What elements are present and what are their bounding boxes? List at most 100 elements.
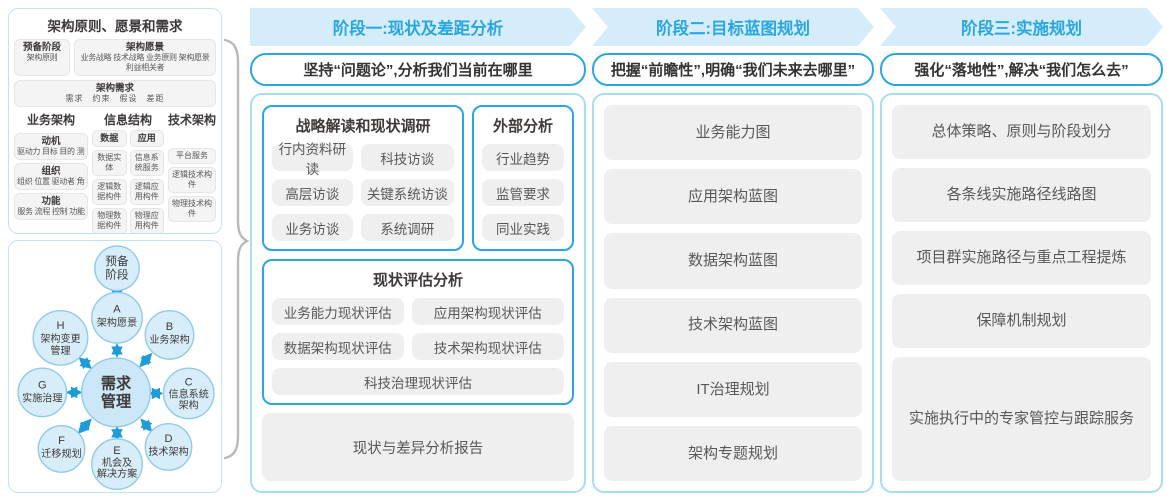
strategy-research-box: 战略解读和现状调研 行内资料研读 科技访谈 高层访谈 关键系统访谈 业务访谈 系… (262, 105, 464, 251)
node-h-label: 架构变更 (40, 332, 80, 345)
phase-1-slogan: 坚持“问题论”,分析我们当前在哪里 (303, 62, 533, 79)
external-chip: 同业实践 (482, 214, 564, 241)
strategy-chip: 业务访谈 (272, 214, 353, 241)
strategy-chip: 高层访谈 (272, 179, 353, 206)
node-g-circle (17, 367, 68, 417)
left-column: 架构原则、愿景和需求 预备阶段 架构原则 架构愿景 业务战略 技术战略 业务原则… (8, 8, 222, 493)
node-b-letter: B (166, 320, 173, 332)
phase-2-slogan: 把握“前瞻性”,明确“我们未来去哪里” (610, 62, 856, 79)
node-c-letter: C (185, 376, 193, 388)
node-e-letter: E (113, 445, 120, 457)
prep-phase-text: 架构原则 (26, 53, 58, 63)
phase-3-column: 阶段三:实施规划 强化“落地性”,解决“我们怎么去” 总体策略、原则与阶段划分 … (880, 8, 1163, 493)
phase-3-content: 总体策略、原则与阶段划分 各条线实施路径线路图 项目群实施路径与重点工程提炼 保… (880, 93, 1163, 493)
brace-path (223, 38, 250, 460)
node-f-label: 迁移规划 (41, 447, 81, 460)
node-h-label2: 管理 (50, 344, 70, 357)
node-b-circle (144, 309, 195, 360)
prep-line2: 阶段 (105, 267, 129, 281)
app-item: 信息系统服务 (129, 149, 164, 176)
node-d-circle (144, 422, 193, 471)
strategy-chip: 关键系统访谈 (360, 179, 454, 206)
strategy-research-title: 战略解读和现状调研 (295, 118, 431, 135)
tech-arch-header: 技术架构 (168, 112, 217, 127)
prep-phase-title: 预备阶段 (22, 42, 61, 53)
motivation-title: 动机 (41, 135, 61, 147)
phase-3-item-tall: 实施执行中的专家管控与跟踪服务 (892, 357, 1151, 481)
node-e-label: 机会及 (102, 456, 132, 469)
function-title: 功能 (41, 195, 61, 207)
information-structure-col: 信息结构 数据 数据实体 逻辑数据构件 物理数据构件 应用 信息系统服务 逻辑应… (92, 111, 164, 233)
organization-box: 组织 组织 位置 驱动者 角色 (14, 162, 88, 190)
strategy-chip: 系统调研 (360, 214, 454, 241)
phase-2-item: 架构专题规划 (604, 425, 862, 482)
data-item: 物理数据构件 (92, 207, 127, 233)
function-text: 服务 流程 控制 功能 (17, 206, 85, 216)
architecture-requirements-box: 架构需求 需求 约束 假设 差距 (14, 79, 216, 107)
req-text: 需求 约束 假设 差距 (65, 93, 165, 103)
node-c-label: 信息系统 (169, 387, 209, 400)
phase-1-content: 战略解读和现状调研 行内资料研读 科技访谈 高层访谈 关键系统访谈 业务访谈 系… (250, 93, 586, 493)
business-architecture-col: 业务架构 动机 驱动力 目标 目的 测量 组织 组织 位置 驱动者 角色 功能 … (14, 111, 88, 233)
vision-title: 架构愿景 (125, 42, 164, 53)
adm-cycle-diagram: 预备 阶段 A 架构愿景 B 业务架构 C 信息系统 架构 D 技术架构 E 机… (17, 244, 215, 490)
arrow-d (140, 418, 153, 432)
node-a-circle (91, 291, 143, 344)
center-circle (80, 357, 152, 428)
left-panel-title: 架构原则、愿景和需求 (47, 19, 183, 34)
center-line2: 管理 (101, 392, 131, 410)
strategy-chip: 行内资料研读 (272, 142, 353, 177)
app-stack: 应用 信息系统服务 逻辑应用构件 物理应用构件 (129, 129, 164, 233)
app-item: 逻辑应用构件 (129, 178, 164, 205)
prep-line1: 预备 (105, 254, 129, 268)
tech-item: 物理技术构件 (168, 195, 216, 222)
node-c-circle (162, 367, 215, 420)
data-label: 数据 (92, 129, 127, 147)
arrow-f (77, 418, 92, 434)
organization-text: 组织 位置 驱动者 角色 (17, 176, 85, 186)
assessment-box: 现状评估分析 业务能力现状评估 应用架构现状评估 数据架构现状评估 技术架构现状… (262, 259, 574, 405)
info-structure-header: 信息结构 (103, 112, 152, 127)
assessment-chip-full: 科技治理现状评估 (272, 368, 564, 395)
function-box: 功能 服务 流程 控制 功能 (14, 192, 88, 220)
technology-architecture-col: 技术架构 平台服务 逻辑技术构件 物理技术构件 (168, 111, 217, 233)
assessment-title: 现状评估分析 (372, 272, 463, 289)
external-analysis-title: 外部分析 (492, 118, 553, 135)
motivation-box: 动机 驱动力 目标 目的 测量 (14, 132, 88, 160)
brace-connector (222, 8, 250, 493)
phase-3-item: 各条线实施路径线路图 (892, 168, 1151, 222)
center-line1: 需求 (101, 374, 132, 392)
node-a-label: 架构愿景 (97, 315, 137, 328)
assessment-chip: 应用架构现状评估 (411, 298, 564, 325)
organization-title: 组织 (41, 165, 61, 177)
node-e-circle (91, 437, 143, 490)
architecture-domains-row: 业务架构 动机 驱动力 目标 目的 测量 组织 组织 位置 驱动者 角色 功能 … (14, 111, 217, 233)
phase-2-item: 数据架构蓝图 (604, 233, 862, 289)
phase-3-item: 项目群实施路径与重点工程提炼 (892, 231, 1151, 285)
node-d-letter: D (164, 433, 172, 445)
node-e-label2: 解决方案 (97, 467, 137, 480)
phase-3-item: 总体策略、原则与阶段划分 (892, 105, 1151, 159)
app-item: 物理应用构件 (129, 207, 164, 233)
arrow-h (78, 356, 92, 369)
data-item: 数据实体 (92, 149, 127, 176)
phase-2-content: 业务能力图 应用架构蓝图 数据架构蓝图 技术架构蓝图 IT治理规划 架构专题规划 (592, 93, 874, 493)
vision-text: 业务战略 技术战略 业务原则 架构愿景 利益相关者 (80, 53, 210, 72)
phase-2-item: 技术架构蓝图 (604, 297, 862, 353)
app-label: 应用 (129, 129, 164, 147)
node-h-circle (32, 309, 89, 366)
cycle-labels: 预备 阶段 A 架构愿景 B 业务架构 C 信息系统 架构 D 技术架构 E 机… (22, 254, 209, 480)
tech-item: 平台服务 (168, 147, 216, 164)
phase-1-header-band: 阶段一:现状及差距分析 (250, 8, 586, 46)
prep-vision-row: 预备阶段 架构原则 架构愿景 业务战略 技术战略 业务原则 架构愿景 利益相关者 (14, 39, 216, 76)
phase-3-header: 阶段三:实施规划 (961, 20, 1082, 38)
assessment-chip: 数据架构现状评估 (272, 333, 404, 360)
req-title: 架构需求 (95, 82, 134, 94)
architecture-principles-panel: 架构原则、愿景和需求 预备阶段 架构原则 架构愿景 业务战略 技术战略 业务原则… (8, 8, 222, 234)
tech-item: 逻辑技术构件 (168, 166, 216, 193)
phase-3-slogan: 强化“落地性”,解决“我们怎么去” (914, 62, 1129, 79)
motivation-text: 驱动力 目标 目的 测量 (17, 146, 85, 156)
phase-3-header-band: 阶段三:实施规划 (880, 8, 1163, 46)
phase-2-item: 业务能力图 (604, 105, 862, 161)
